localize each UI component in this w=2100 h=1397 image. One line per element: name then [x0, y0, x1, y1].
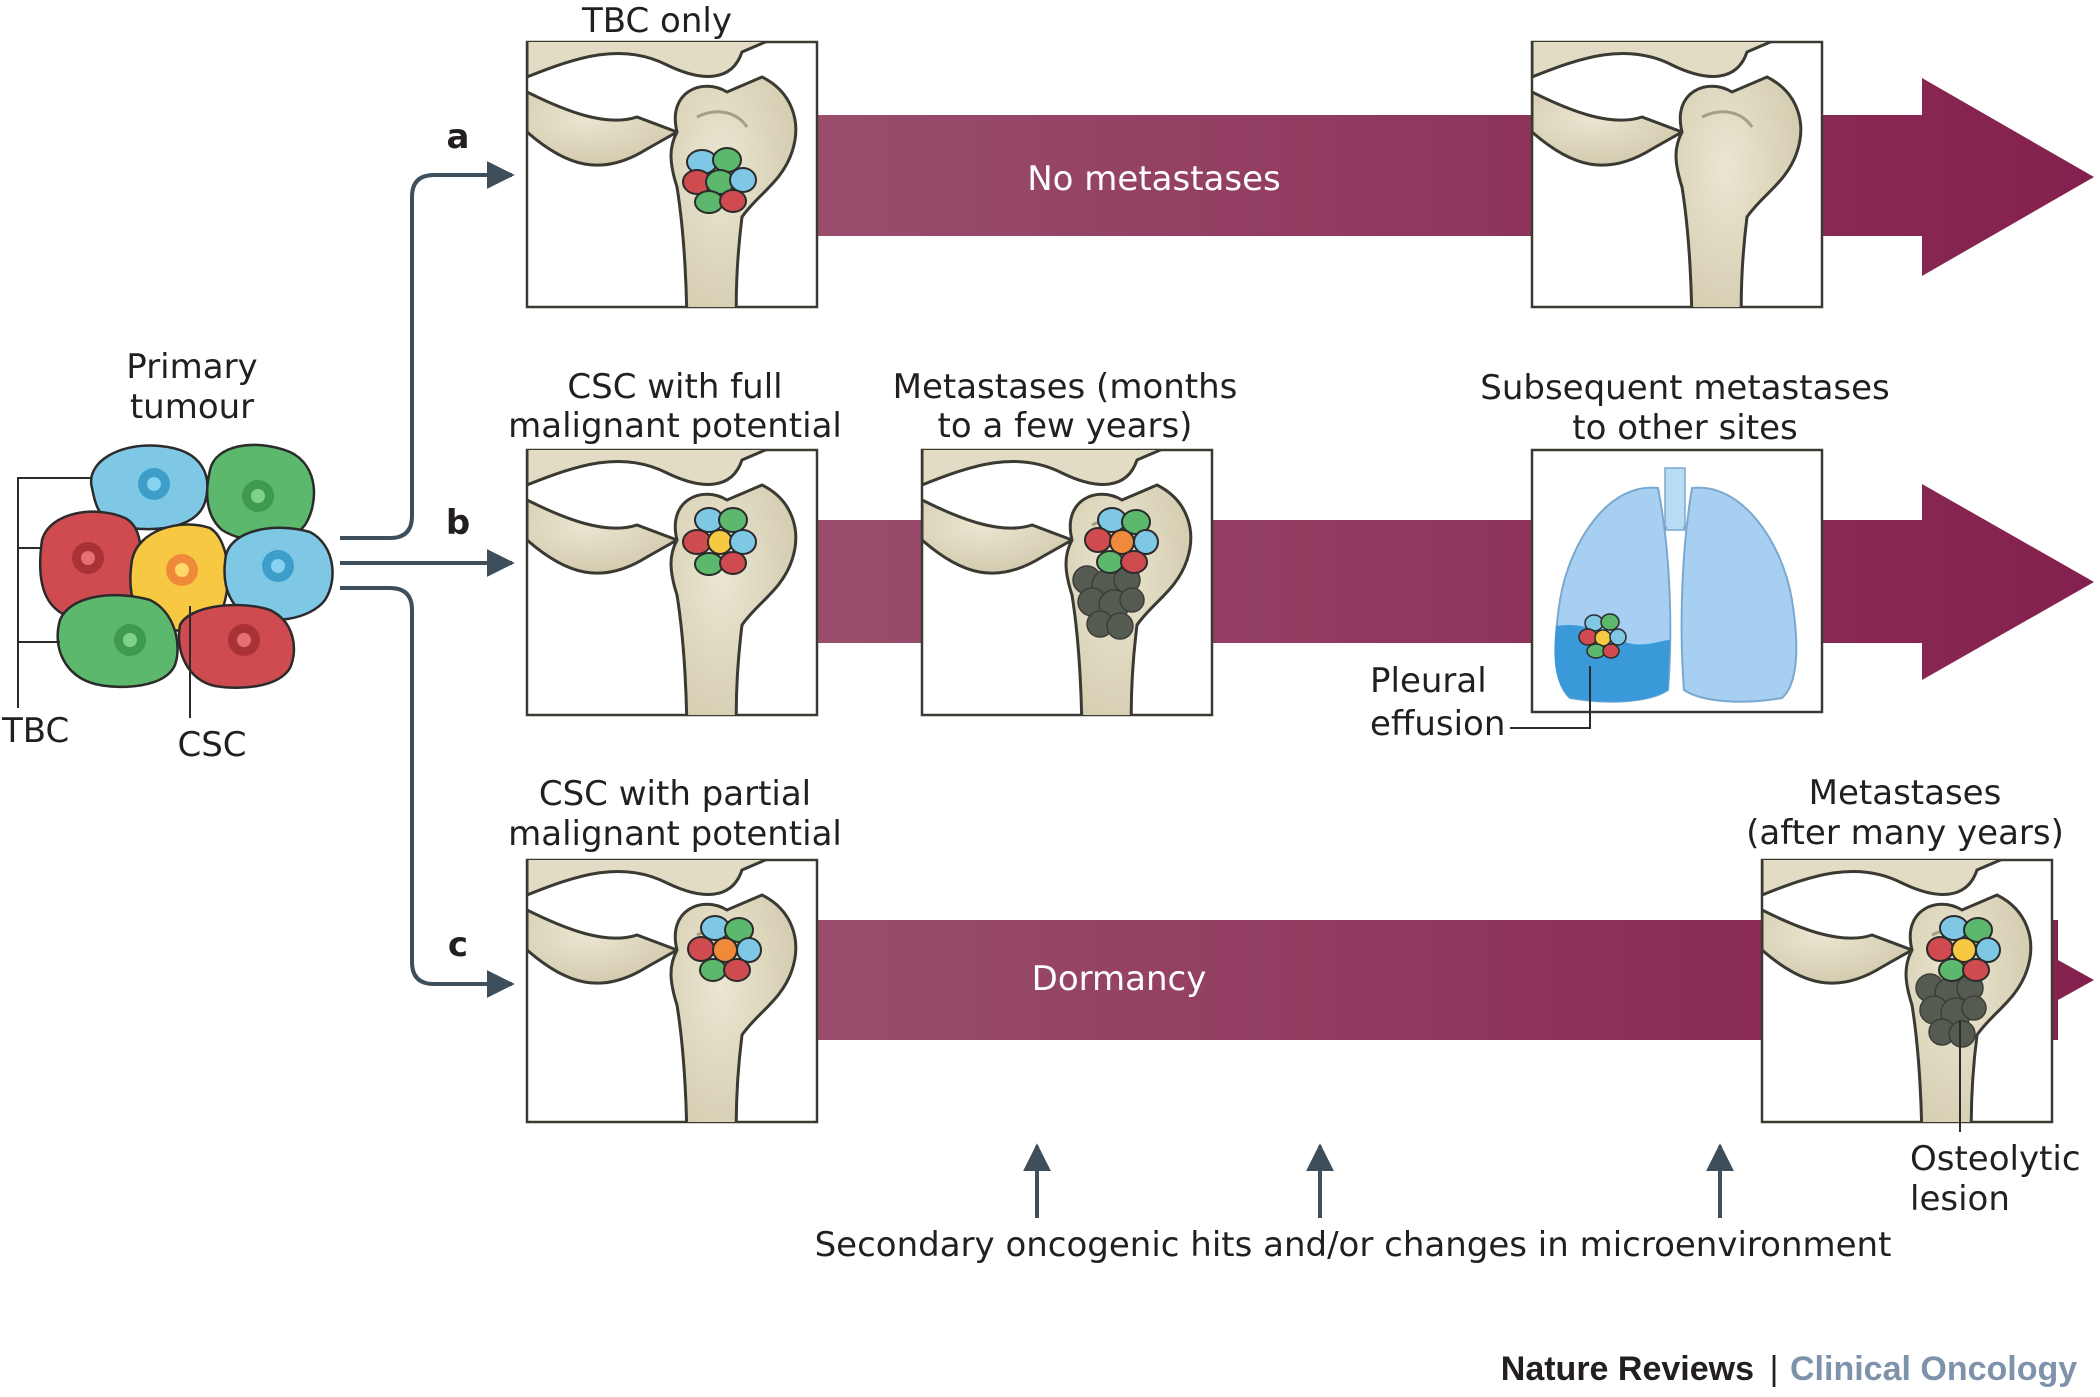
csc-cell-cluster — [682, 507, 757, 576]
arrow-a — [818, 78, 2094, 276]
panel-b-csc-full: CSC with full malignant potential — [508, 367, 842, 717]
primary-tumour-label-line2: tumour — [130, 387, 254, 427]
primary-tumour-label-line1: Primary — [126, 347, 257, 387]
csc-cell-cluster — [687, 915, 762, 982]
connector-c — [340, 586, 515, 998]
panel-c-title-line2: malignant potential — [508, 814, 842, 854]
panel-c-csc-partial: CSC with partial malignant potential — [508, 774, 842, 1124]
arrow-label-no-metastases: No metastases — [1027, 159, 1280, 199]
panel-b-end-title-line1: Subsequent metastases — [1480, 368, 1890, 408]
panel-b-title-line1: CSC with full — [567, 367, 782, 407]
csc-label: CSC — [177, 725, 246, 765]
osteolytic-lesion — [1915, 973, 1987, 1048]
tbc-bracket — [17, 477, 92, 643]
panel-b-lung: Subsequent metastases to other sites Ple… — [1370, 368, 1890, 744]
metastatic-lesion — [1072, 565, 1145, 640]
brand-separator: | — [1770, 1350, 1779, 1388]
tbc-label: TBC — [1, 711, 69, 751]
arrow-label-dormancy: Dormancy — [1032, 959, 1207, 999]
branch-connectors — [340, 161, 515, 998]
csc-cell-cluster — [1578, 613, 1627, 659]
lesion-label-line2: lesion — [1910, 1179, 2010, 1219]
csc-cell-cluster — [1926, 915, 2001, 982]
path-letter-b: b — [446, 503, 470, 543]
brand-journal: Nature Reviews — [1501, 1350, 1754, 1388]
primary-tumour-cluster: Primary tumour TBC CSC — [1, 347, 334, 765]
oncogenic-hit-arrows — [1023, 1143, 1734, 1218]
connector-a — [340, 161, 515, 540]
journal-brand: Nature Reviews | Clinical Oncology — [1501, 1350, 2077, 1388]
tbc-cell-cluster — [682, 147, 757, 214]
panel-b-end-title-line2: to other sites — [1572, 408, 1797, 448]
panel-a-tbc-only: TBC only — [525, 1, 819, 309]
pleural-label-line1: Pleural — [1370, 661, 1487, 701]
panel-b-metastases: Metastases (months to a few years) — [893, 367, 1238, 717]
pleural-leader-line — [1510, 666, 1591, 729]
path-letter-a: a — [447, 117, 470, 157]
panel-c-title-line1: CSC with partial — [539, 774, 811, 814]
csc-cell-cluster — [1084, 507, 1159, 574]
brand-section: Clinical Oncology — [1790, 1350, 2077, 1388]
path-letter-c: c — [448, 925, 468, 965]
pleural-label-line2: effusion — [1370, 704, 1505, 744]
panel-c-end-title-line1: Metastases — [1809, 773, 2002, 813]
panel-b-middle-title-line1: Metastases (months — [893, 367, 1238, 407]
panel-a-end — [1530, 40, 1824, 309]
panel-c-late-metastases: Metastases (after many years) Osteolytic… — [1746, 773, 2080, 1219]
panel-b-middle-title-line2: to a few years) — [938, 406, 1193, 446]
panel-b-title-line2: malignant potential — [508, 406, 842, 446]
panel-c-end-title-line2: (after many years) — [1746, 813, 2064, 853]
lung-icon — [1554, 467, 1798, 703]
lesion-label-line1: Osteolytic — [1910, 1139, 2081, 1179]
bottom-caption: Secondary oncogenic hits and/or changes … — [815, 1225, 1892, 1265]
panel-a-title: TBC only — [581, 1, 732, 41]
